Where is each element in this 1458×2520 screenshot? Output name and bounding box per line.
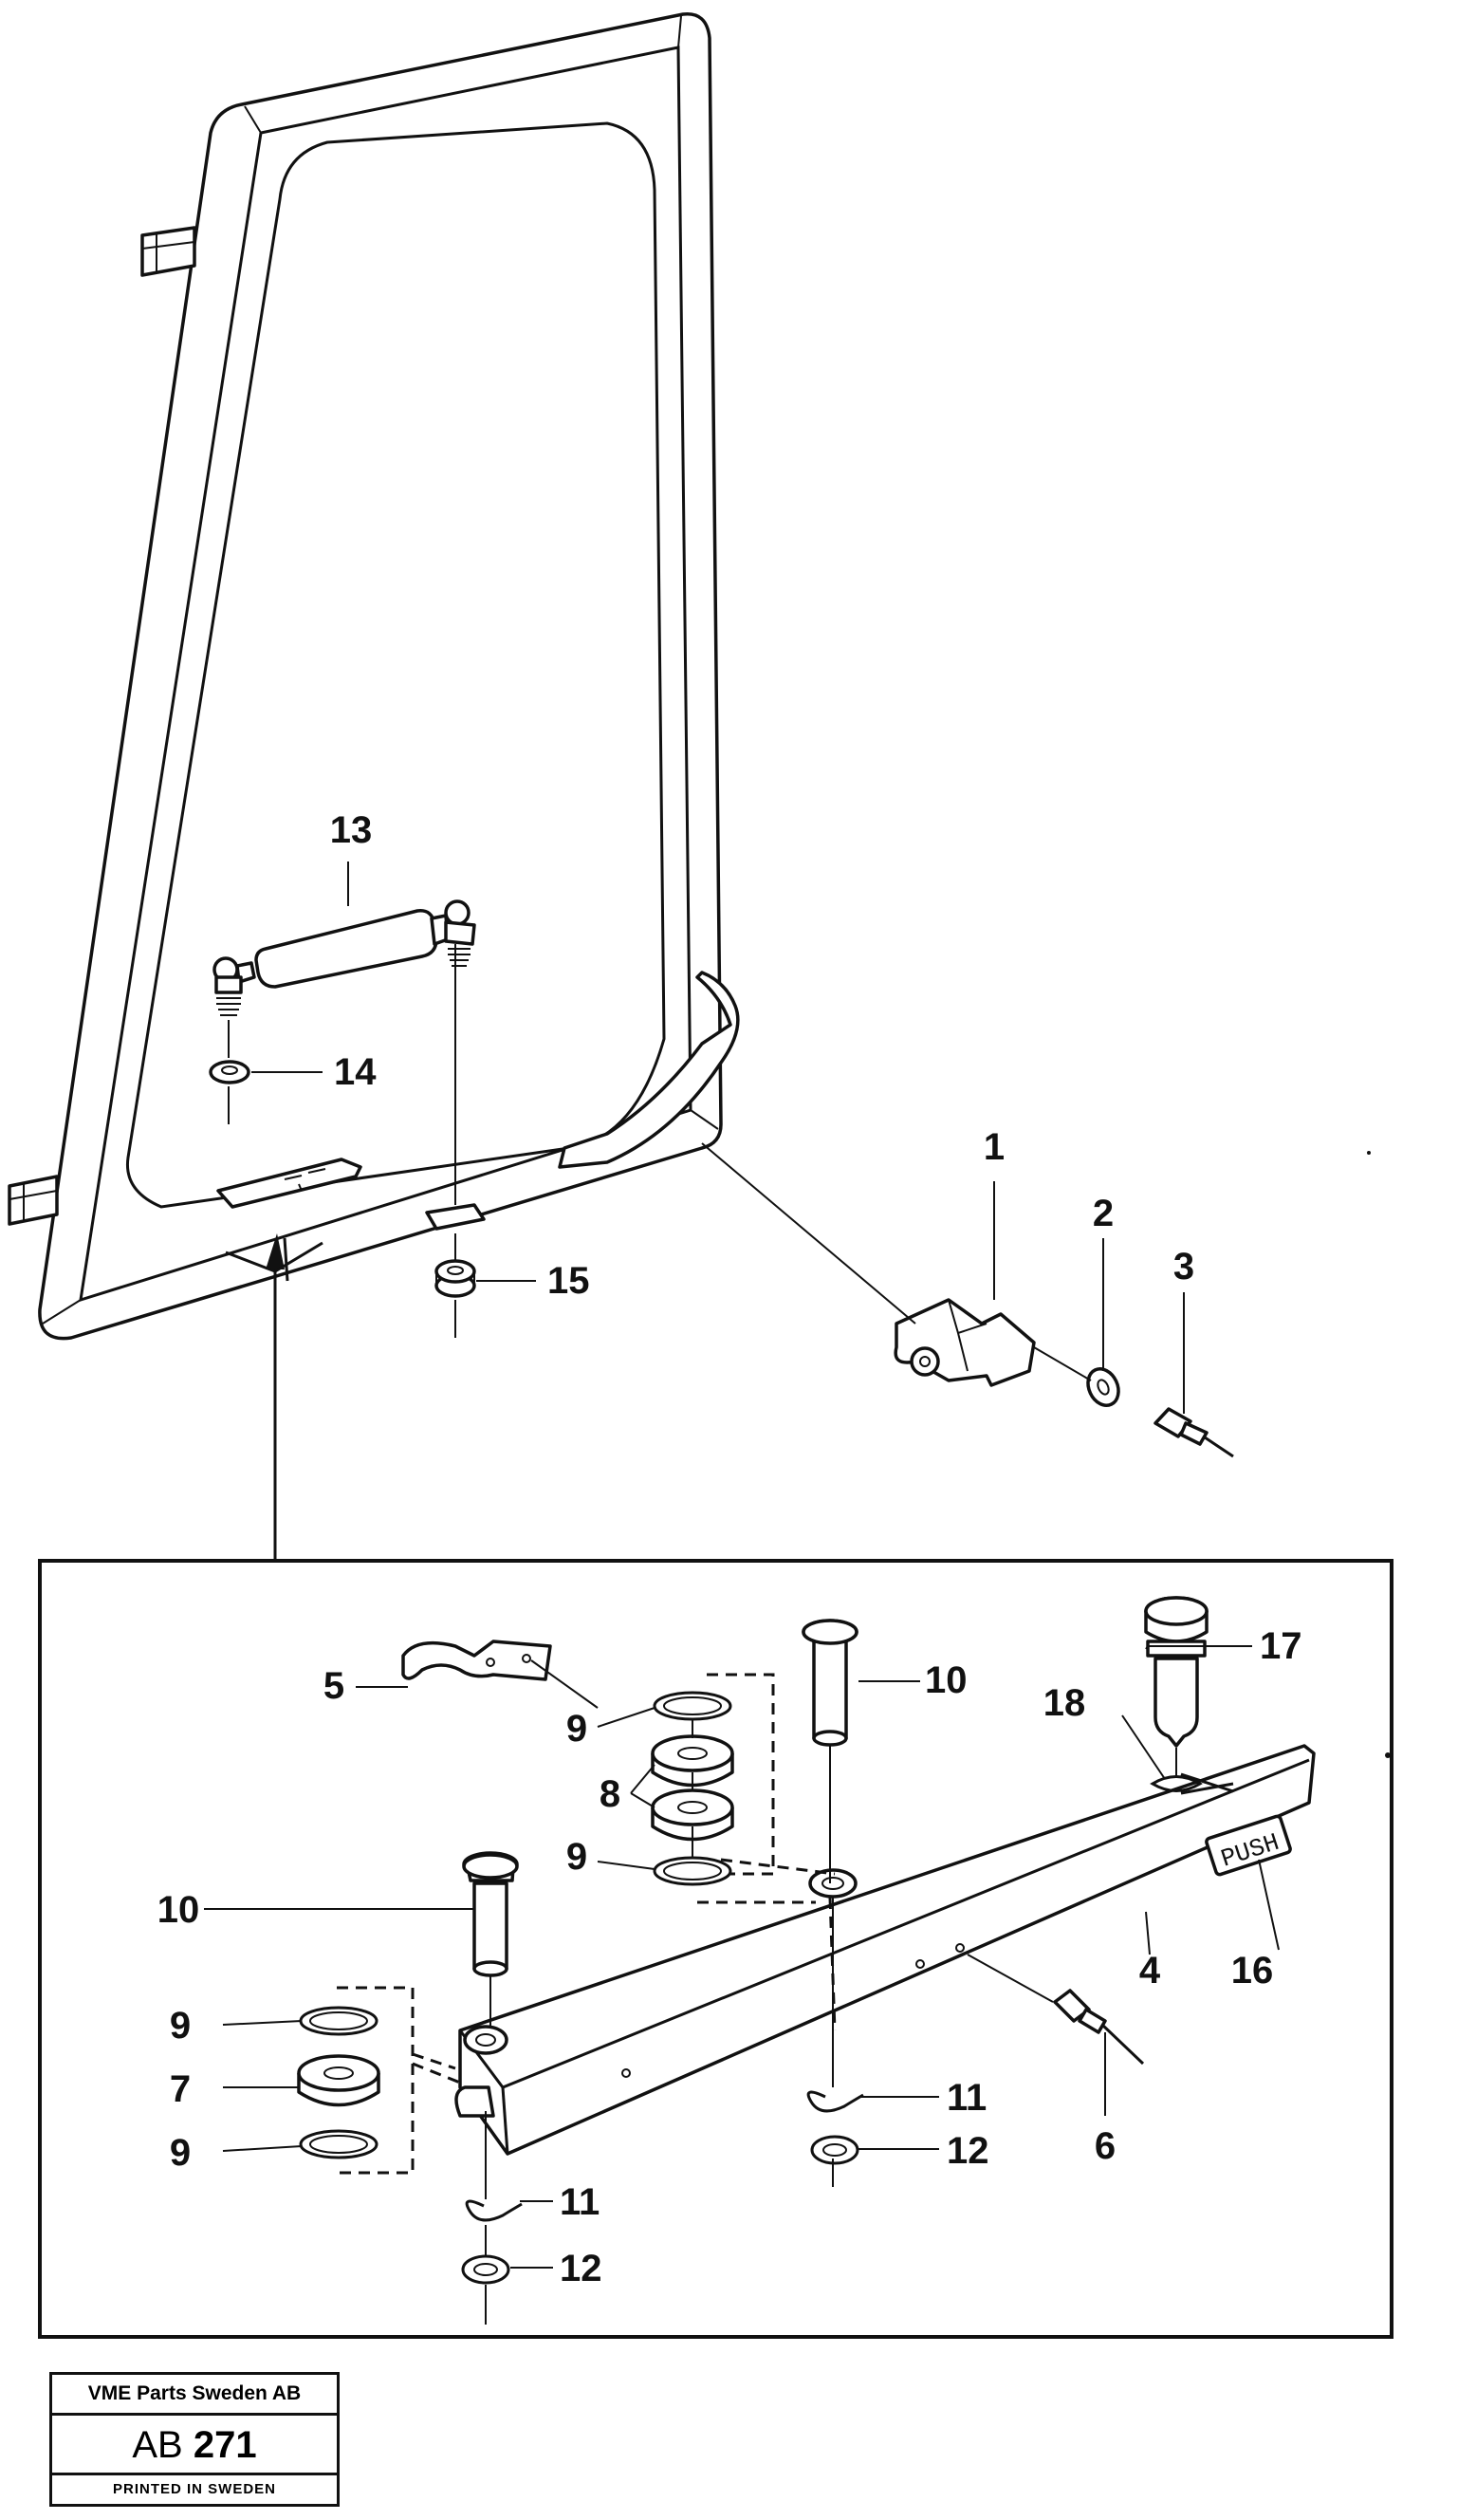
stamp-code-prefix: AB — [132, 2424, 183, 2466]
callout-10-right: 10 — [925, 1659, 968, 1701]
window-frame — [8, 11, 740, 1341]
lock-washer-12-left — [461, 2254, 510, 2285]
washer-9-upper-left — [299, 2006, 378, 2036]
callout-17: 17 — [1260, 1625, 1302, 1667]
speck — [1367, 1151, 1371, 1155]
washer-9-lower-right — [653, 1856, 732, 1886]
callout-6: 6 — [1095, 2125, 1116, 2167]
bracket-5 — [401, 1640, 599, 1709]
dashed-group-left — [337, 1986, 461, 2175]
pin-10-right — [802, 1619, 858, 1747]
screw-6 — [967, 1954, 1145, 2066]
callout-9-b: 9 — [566, 1836, 587, 1878]
title-stamp: VME Parts Sweden AB AB 271 PRINTED IN SW… — [49, 2372, 340, 2507]
stamp-printed: PRINTED IN SWEDEN — [52, 2473, 337, 2504]
pin-10-left — [462, 1851, 519, 1977]
clip-11-right — [806, 2090, 864, 2113]
screw-3 — [1153, 1407, 1234, 1458]
callout-1: 1 — [984, 1126, 1005, 1168]
callout-8: 8 — [600, 1773, 620, 1815]
leader-lines — [204, 862, 1280, 2269]
callout-9-d: 9 — [170, 2132, 191, 2174]
stamp-code: AB 271 — [52, 2416, 337, 2474]
bushing-7 — [297, 2054, 380, 2107]
spring-clip-18 — [1150, 1772, 1234, 1795]
stamp-code-number: 271 — [193, 2424, 257, 2466]
callout-7: 7 — [170, 2068, 191, 2110]
callout-5: 5 — [323, 1665, 344, 1707]
bushing-8-lower — [651, 1788, 734, 1842]
stamp-company: VME Parts Sweden AB — [52, 2375, 337, 2416]
lock-washer-12-right — [810, 2135, 859, 2165]
callout-18: 18 — [1043, 1682, 1086, 1724]
callout-3: 3 — [1173, 1246, 1194, 1288]
callout-14: 14 — [334, 1051, 377, 1093]
clip-11-left — [465, 2199, 523, 2222]
washer-2 — [1086, 1367, 1120, 1407]
arm-4 — [454, 1744, 1316, 2156]
washer-14 — [209, 1060, 250, 1084]
callout-11-right: 11 — [947, 2077, 987, 2119]
callout-labels: 1 2 3 13 14 15 17 18 5 9 8 9 10 10 9 7 9… — [157, 809, 1302, 2289]
detail-pointer — [273, 1237, 289, 1561]
callout-10-left: 10 — [157, 1889, 200, 1931]
callout-16: 16 — [1231, 1950, 1274, 1992]
callout-4: 4 — [1139, 1950, 1161, 1992]
washer-9-upper-right — [653, 1691, 732, 1721]
detail-box — [38, 1559, 1393, 2339]
callout-12-left: 12 — [560, 2248, 602, 2289]
detail-pointer-arrow — [266, 1233, 285, 1269]
callout-9-a: 9 — [566, 1708, 587, 1750]
nut-15 — [434, 1259, 476, 1298]
speck — [1385, 1752, 1391, 1758]
callout-9-c: 9 — [170, 2005, 191, 2047]
axis-line-strut — [228, 944, 456, 1338]
callout-2: 2 — [1093, 1193, 1114, 1234]
callout-12-right: 12 — [947, 2130, 989, 2172]
axis-line-latch — [701, 1142, 1092, 1381]
callout-13: 13 — [330, 809, 373, 851]
push-label: PUSH — [1205, 1814, 1292, 1877]
gas-strut — [212, 899, 476, 1016]
callout-11-left: 11 — [560, 2181, 600, 2223]
latch-block — [894, 1298, 1036, 1387]
knob-17 — [1144, 1596, 1209, 1748]
axis-lines-detail — [485, 1719, 1177, 2325]
callout-15: 15 — [547, 1260, 590, 1302]
washer-9-lower-left — [299, 2129, 378, 2159]
